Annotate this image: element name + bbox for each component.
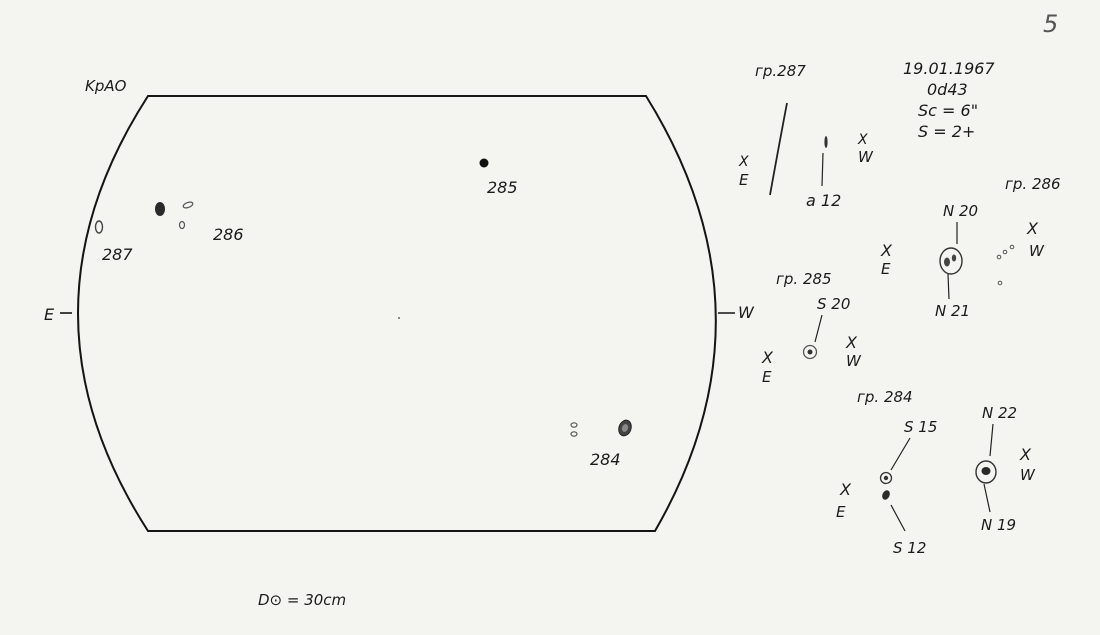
detail-285-penumbra [802,344,818,360]
detail-287-title: гр.287 [755,62,806,80]
detail-284-pointer-n-bottom [983,483,991,513]
observation-time: 0d43 [927,80,968,99]
solar-disk-outline [77,95,717,532]
observation-seeing: Sc = 6" [918,101,978,120]
detail-284-west-cross: X [1019,445,1032,464]
detail-284-s-top: S 15 [904,418,937,436]
detail-284-s-bottom: S 12 [893,539,926,557]
detail-284-east-cross: X [839,480,852,499]
group-label-286: 286 [213,225,244,244]
detail-284-n-top: N 22 [982,404,1017,422]
detail-284-n-bottom: N 19 [981,516,1016,534]
detail-287-pointer [821,152,824,187]
detail-286-pore-a [996,254,1002,260]
detail-286-title: гр. 286 [1005,175,1061,193]
detail-286-west-cross: X [1026,219,1039,238]
detail-284-east: E [836,503,846,521]
disk-diameter-note: D⊙ = 30cm [258,591,346,609]
detail-287-west: W [858,148,874,166]
detail-286-pore-b [1002,249,1008,255]
observatory-label: KpAO [85,77,127,95]
detail-287-spot [824,136,828,148]
observation-date: 19.01.1967 [903,59,995,78]
detail-286-umbra-a [944,257,950,267]
detail-286-north-bottom: N 21 [935,302,970,320]
detail-286-north-top: N 20 [943,202,978,220]
disk-center-mark [398,317,400,319]
detail-285-spot-label: S 20 [817,295,850,313]
group-label-285: 285 [487,178,518,197]
detail-287-west-cross: X [857,132,868,148]
detail-284-spot-s15-umbra [883,475,889,481]
sunspot-284-follower-b [570,431,578,437]
group-label-287: 287 [102,245,133,264]
detail-287-east-cross: X [738,154,749,170]
detail-285-east-cross: X [761,348,774,367]
detail-286-pore-d [997,280,1003,286]
page-number: 5 [1043,10,1058,38]
sunspot-284-follower-a [570,422,578,428]
sunspot-286-follower-a [182,201,194,209]
detail-284-title: гр. 284 [857,388,913,406]
detail-286-east: E [881,260,891,278]
sunspot-286-follower-b [178,220,186,230]
detail-284-spot-s15 [879,471,893,485]
detail-284-penumbra-n [975,460,997,484]
detail-284-pointer-s-top [890,437,911,471]
detail-287-east: E [739,171,749,189]
detail-285-west: W [846,352,862,370]
detail-285-title: гр. 285 [776,270,832,288]
detail-286-umbra-b [951,254,957,262]
sunspot-284-umbra [621,424,629,432]
detail-287-filament [769,102,788,196]
detail-284-spot-s12 [882,490,890,500]
disk-west-label: W [738,303,755,322]
detail-286-pore-c [1009,244,1015,250]
sunspot-287 [94,220,104,234]
detail-285-east: E [762,368,772,386]
detail-284-west: W [1020,466,1036,484]
detail-285-umbra [807,349,813,355]
disk-east-label: E [44,305,55,324]
detail-286-pointer-bottom [947,273,950,300]
detail-284-pointer-s-bottom [890,504,906,532]
detail-286-east-cross: X [880,241,893,260]
observation-s-value: S = 2+ [918,122,975,141]
detail-286-west: W [1029,242,1045,260]
sunspot-285 [479,158,489,168]
detail-285-pointer [814,314,823,343]
detail-285-west-cross: X [845,333,858,352]
sunspot-286-leader [155,202,165,216]
detail-284-umbra-n [981,467,991,475]
detail-287-spot-label: a 12 [806,191,841,210]
detail-284-pointer-n-top [989,423,994,457]
group-label-284: 284 [590,450,621,469]
detail-286-penumbra [939,247,963,275]
